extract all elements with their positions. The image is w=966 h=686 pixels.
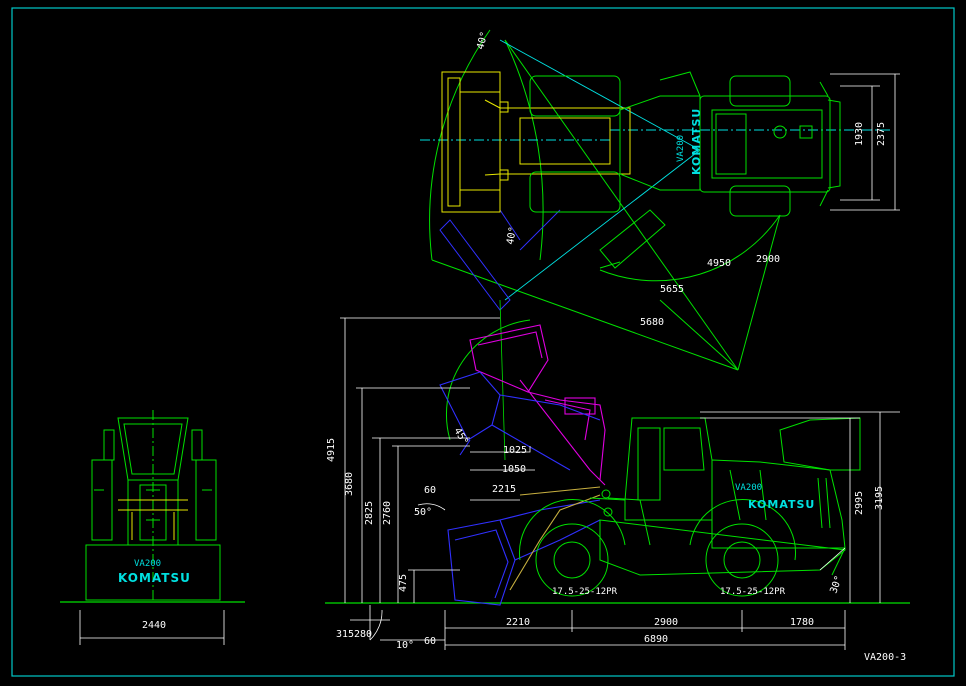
front-bucket-arms xyxy=(118,499,188,540)
side-machine-body xyxy=(518,417,861,597)
side-height-2825: 2825 xyxy=(364,501,375,525)
front-track-width: 2440 xyxy=(142,620,166,631)
side-brand-label: KOMATSU xyxy=(748,498,815,511)
plan-body xyxy=(529,71,841,217)
drawing-frame xyxy=(11,7,955,677)
side-angle-10: 10° xyxy=(396,640,414,651)
side-height-3680: 3680 xyxy=(344,472,355,496)
side-angle-50: 50° xyxy=(414,507,432,518)
side-height-4915: 4915 xyxy=(326,438,337,462)
side-height-3195: 3195 xyxy=(874,486,885,510)
side-height-2995: 2995 xyxy=(854,491,865,515)
plan-model-label: VA200 xyxy=(676,135,686,162)
side-wheelbase: 2900 xyxy=(654,617,678,628)
side-tire-front: 17.5-25-12PR xyxy=(552,587,618,597)
side-bucket-arc xyxy=(445,319,531,441)
front-model-label: VA200 xyxy=(134,559,161,569)
side-bucket-mid xyxy=(439,371,601,471)
plan-cyan-lines xyxy=(420,39,890,301)
side-reach-1025: 1025 xyxy=(503,445,527,456)
plan-swung-bucket xyxy=(439,209,666,311)
side-front-overhang: 2210 xyxy=(506,617,530,628)
side-height-475: 475 xyxy=(398,574,409,592)
front-machine xyxy=(85,410,221,601)
plan-radius-2900: 2900 xyxy=(756,254,780,265)
front-view: VA200 KOMATSU 2440 xyxy=(60,410,245,645)
plan-bucket xyxy=(441,71,631,213)
side-reach-1050: 1050 xyxy=(502,464,526,475)
side-rear-overhang: 1780 xyxy=(790,617,814,628)
side-dig-280: 280 xyxy=(354,629,372,640)
plan-radius-5655: 5655 xyxy=(660,284,684,295)
side-angle-60: 60 xyxy=(424,485,436,496)
side-dig-315: 315 xyxy=(336,629,354,640)
plan-angle-bottom: 40° xyxy=(505,226,519,246)
side-center-line xyxy=(499,299,506,461)
plan-width-2375: 2375 xyxy=(876,122,887,146)
side-height-2760: 2760 xyxy=(382,501,393,525)
side-angle-30: 30° xyxy=(828,574,845,595)
side-boom-arm xyxy=(509,486,601,591)
plan-width-1930: 1930 xyxy=(854,122,865,146)
front-brand-label: KOMATSU xyxy=(118,571,191,585)
plan-brand-label: KOMATSU xyxy=(690,108,703,175)
side-model-label: VA200 xyxy=(735,483,762,493)
plan-radius-5680: 5680 xyxy=(640,317,664,328)
drawing-label: VA200-3 xyxy=(864,652,906,663)
side-dimension-lines xyxy=(340,317,900,650)
plan-radius-4950: 4950 xyxy=(707,258,731,269)
plan-width-dims xyxy=(830,73,900,211)
side-view: VA200 KOMATSU 17.5-25-12PR 17.5-25-12PR … xyxy=(325,299,910,651)
side-tire-rear: 17.5-25-12PR xyxy=(720,587,786,597)
plan-angle-top: 40° xyxy=(475,30,490,50)
side-reach-2215: 2215 xyxy=(492,484,516,495)
plan-view: VA200 KOMATSU 40° 40° 4950 2900 5655 568… xyxy=(420,29,900,371)
front-width-dim xyxy=(79,610,225,645)
side-overall-length: 6890 xyxy=(644,634,668,645)
plan-turning-radii xyxy=(429,29,781,371)
side-bucket-raised xyxy=(469,324,606,486)
side-dim-60: 60 xyxy=(424,636,436,647)
